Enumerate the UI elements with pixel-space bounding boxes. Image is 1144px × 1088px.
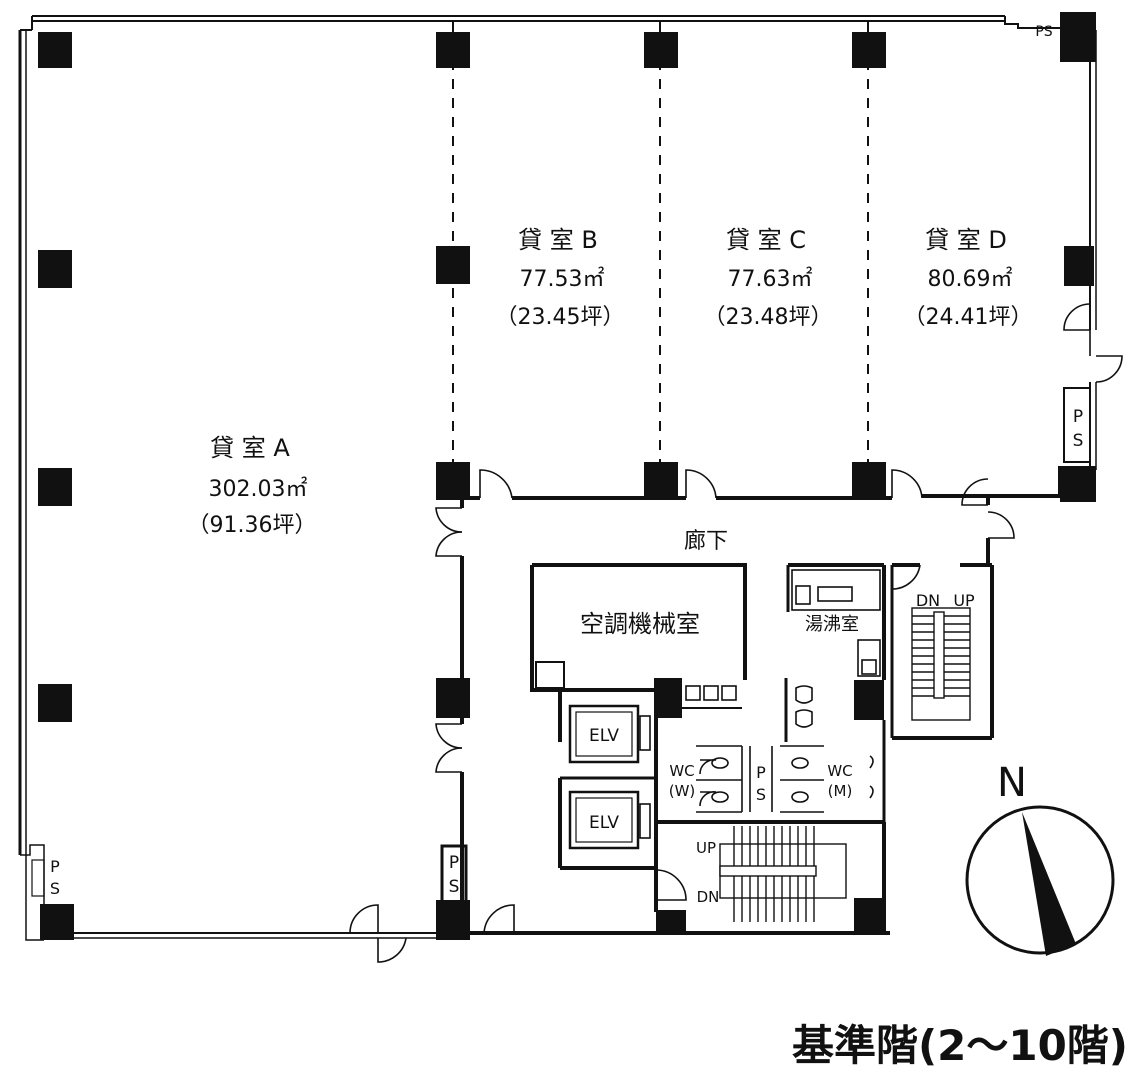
interior-walls xyxy=(440,466,1062,912)
ps-top-right-label: PS xyxy=(1035,24,1052,40)
north-compass: N xyxy=(965,760,1115,956)
stair-north xyxy=(911,607,971,721)
ps-east-label-p: P xyxy=(1073,407,1083,427)
ps-west-label-p: P xyxy=(50,857,60,876)
room-c-name: 貸 室 C xyxy=(726,226,806,254)
room-b-name: 貸 室 B xyxy=(518,226,598,254)
mechanical-room-label: 空調機械室 xyxy=(580,610,700,638)
room-a-label: 貸 室 A 302.03㎡ （91.36坪） xyxy=(188,434,317,538)
room-b-tsubo: （23.45坪） xyxy=(496,305,625,330)
corridor-label: 廊下 xyxy=(684,529,728,554)
ps-west-label-s: S xyxy=(50,879,60,898)
wc-women-label-line2: (W) xyxy=(669,782,696,800)
ps-core-label-p: P xyxy=(756,763,766,782)
room-a-tsubo: （91.36坪） xyxy=(188,513,317,538)
kitchen-label: 湯沸室 xyxy=(805,614,859,635)
room-c-label: 貸 室 C 77.63㎡ （23.48坪） xyxy=(704,226,833,330)
room-c-area: 77.63㎡ xyxy=(728,266,813,292)
stair-south xyxy=(719,826,847,922)
room-b-area: 77.53㎡ xyxy=(520,266,605,292)
stair-south-up-label: UP xyxy=(696,839,716,857)
room-d-area: 80.69㎡ xyxy=(928,266,1013,292)
compass-needle-icon xyxy=(1022,812,1076,956)
partition-lines xyxy=(452,22,869,462)
columns xyxy=(38,12,1096,940)
elevator-2-label: ELV xyxy=(589,813,619,833)
floor-title: 基準階(2〜10階) xyxy=(792,1021,1128,1070)
doors xyxy=(349,303,1123,963)
wc-men-label-line1: WC xyxy=(827,762,852,780)
wc-women-label-line1: WC xyxy=(669,762,694,780)
elevator-1-label: ELV xyxy=(589,726,619,746)
wc-men-label-line2: (M) xyxy=(828,782,853,800)
ps-east-label-s: S xyxy=(1073,431,1084,451)
room-d-name: 貸 室 D xyxy=(925,226,1007,254)
stair-north-dn-label: DN xyxy=(916,591,940,610)
ps-core-label-s: S xyxy=(756,785,766,804)
ps-corridor-label-p: P xyxy=(449,853,459,873)
stair-south-dn-label: DN xyxy=(697,888,720,906)
room-b-label: 貸 室 B 77.53㎡ （23.45坪） xyxy=(496,226,625,330)
room-a-name: 貸 室 A xyxy=(210,434,290,462)
room-a-area: 302.03㎡ xyxy=(209,476,308,502)
stair-north-up-label: UP xyxy=(953,591,975,610)
compass-circle xyxy=(965,805,1115,955)
north-label: N xyxy=(997,760,1027,806)
room-d-tsubo: （24.41坪） xyxy=(904,305,1033,330)
room-d-label: 貸 室 D 80.69㎡ （24.41坪） xyxy=(904,226,1033,330)
ps-corridor-label-s: S xyxy=(449,877,460,897)
fixtures xyxy=(568,569,881,850)
room-c-tsubo: （23.48坪） xyxy=(704,305,833,330)
